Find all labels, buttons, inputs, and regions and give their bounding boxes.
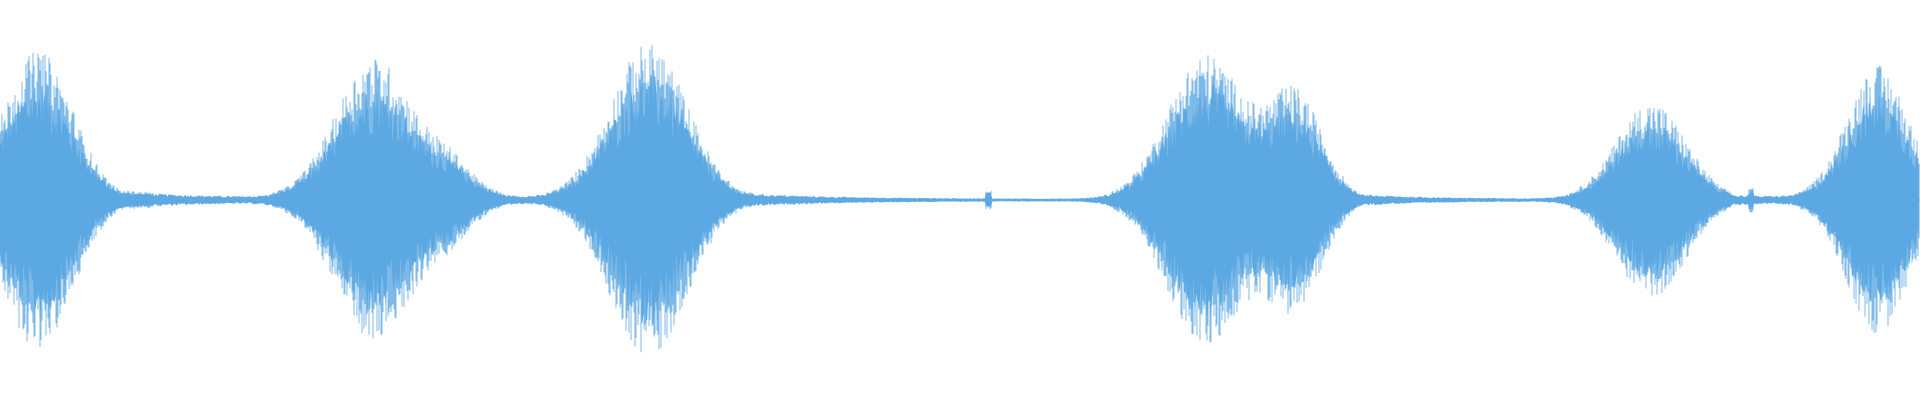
waveform-samples	[0, 44, 1920, 353]
